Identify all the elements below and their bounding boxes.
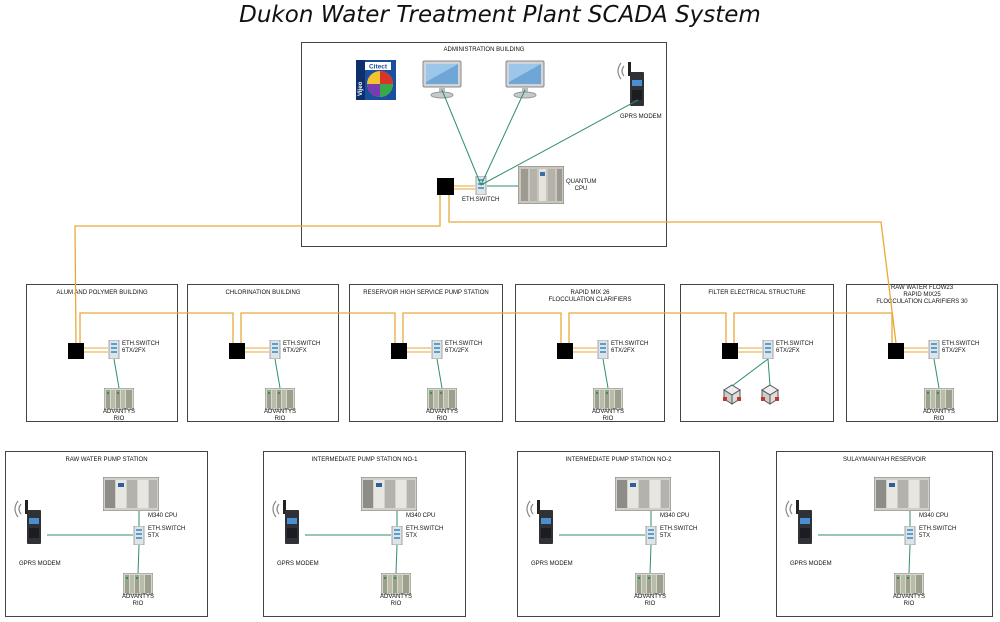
gprs-modem-label: GPRS MODEM [531, 561, 573, 567]
eth-switch-label: ETH.SWITCH 6TX/2FX [445, 341, 483, 354]
advantys-rio-label: ADVANTYS RIO [634, 594, 666, 607]
gprs-modem-icon[interactable] [525, 496, 565, 548]
eth-switch-label: ETH.SWITCH 6TX/2FX [942, 341, 980, 354]
admin-building-title: ADMINISTRATION BUILDING [443, 47, 525, 53]
operator-workstation-2-icon[interactable] [503, 60, 547, 100]
m340-cpu-label: M340 CPU [406, 513, 436, 519]
advantys-rio-label: ADVANTYS RIO [264, 409, 296, 422]
station-title: RAW WATER PUMP STATION [65, 457, 148, 463]
advantys-rio-label: ADVANTYS RIO [426, 409, 458, 422]
station-title: SULAYMANIYAH RESERVOIR [842, 457, 927, 463]
m340-cpu-label: M340 CPU [660, 513, 690, 519]
building-title: FILTER ELECTRICAL STRUCTURE [708, 290, 806, 296]
admin-eth-switch-icon[interactable] [475, 175, 487, 196]
fiber-converter [391, 343, 407, 359]
gprs-modem-icon[interactable] [13, 496, 53, 548]
gprs-modem-icon[interactable] [271, 496, 311, 548]
fiber-converter [68, 343, 84, 359]
advantys-rio-label: ADVANTYS RIO [380, 594, 412, 607]
eth-switch-icon[interactable] [928, 339, 940, 360]
eth-switch-icon[interactable] [431, 339, 443, 360]
eth-switch-icon[interactable] [645, 525, 657, 546]
advantys-rio-icon[interactable] [923, 387, 955, 411]
eth-switch-label: ETH.SWITCH 5TX [406, 526, 444, 539]
eth-switch-label: ETH.SWITCH 6TX/2FX [283, 341, 321, 354]
building-title: CHLORINATION BUILDING [225, 290, 301, 296]
building-title: ALUM AND POLYMER BUILDING [56, 290, 148, 296]
m340-cpu-icon[interactable] [102, 476, 160, 512]
advantys-rio-icon[interactable] [122, 572, 154, 596]
fiber-converter [888, 343, 904, 359]
eth-switch-icon[interactable] [391, 525, 403, 546]
m340-cpu-icon[interactable] [873, 476, 931, 512]
fiber-converter [722, 343, 738, 359]
quantum-cpu-rack[interactable] [517, 165, 565, 205]
valve-actuator-icon[interactable] [722, 384, 742, 406]
advantys-rio-icon[interactable] [426, 387, 458, 411]
admin-gprs-modem-icon[interactable] [616, 58, 656, 110]
operator-workstation-1-icon[interactable] [420, 60, 464, 100]
admin-gprs-label: GPRS MODEM [620, 114, 662, 120]
advantys-rio-icon[interactable] [634, 572, 666, 596]
eth-switch-label: ETH.SWITCH 6TX/2FX [122, 341, 160, 354]
gprs-modem-label: GPRS MODEM [277, 561, 319, 567]
gprs-modem-label: GPRS MODEM [19, 561, 61, 567]
m340-cpu-icon[interactable] [360, 476, 418, 512]
eth-switch-label: ETH.SWITCH 5TX [148, 526, 186, 539]
station-title: INTERMEDIATE PUMP STATION NO-2 [565, 457, 672, 463]
eth-switch-label: ETH.SWITCH 5TX [919, 526, 957, 539]
building-title: RAW WATER FLOW23 RAPID MIX25 FLOCCULATIO… [876, 285, 968, 305]
eth-switch-icon[interactable] [133, 525, 145, 546]
gprs-modem-icon[interactable] [784, 496, 824, 548]
diagram-title: Dukon Water Treatment Plant SCADA System [239, 2, 761, 28]
admin-fiber-converter [437, 178, 454, 195]
eth-switch-icon[interactable] [597, 339, 609, 360]
advantys-rio-icon[interactable] [592, 387, 624, 411]
m340-cpu-icon[interactable] [614, 476, 672, 512]
fiber-converter [229, 343, 245, 359]
valve-actuator-icon[interactable] [760, 384, 780, 406]
m340-cpu-label: M340 CPU [919, 513, 949, 519]
quantum-cpu-label: QUANTUM CPU [566, 179, 597, 192]
eth-switch-label: ETH.SWITCH 5TX [660, 526, 698, 539]
eth-switch-icon[interactable] [108, 339, 120, 360]
gprs-modem-label: GPRS MODEM [790, 561, 832, 567]
advantys-rio-label: ADVANTYS RIO [923, 409, 955, 422]
fiber-converter [557, 343, 573, 359]
advantys-rio-icon[interactable] [103, 387, 135, 411]
m340-cpu-label: M340 CPU [148, 513, 178, 519]
advantys-rio-icon[interactable] [893, 572, 925, 596]
vijeo-text: Vijeo [358, 81, 364, 96]
building-title: RESERVOIR HIGH SERVICE PUMP STATION [363, 290, 489, 296]
eth-switch-icon[interactable] [904, 525, 916, 546]
eth-switch-label: ETH.SWITCH 6TX/2FX [776, 341, 814, 354]
advantys-rio-icon[interactable] [264, 387, 296, 411]
admin-eth-switch-label: ETH.SWITCH [462, 197, 500, 203]
eth-switch-icon[interactable] [269, 339, 281, 360]
citect-text: Citect [369, 64, 388, 71]
building-title: RAPID MIX 26 FLOCCULATION CLARIFIERS [548, 290, 632, 303]
advantys-rio-label: ADVANTYS RIO [893, 594, 925, 607]
citect-vijeo-logo: Citect Vijeo [356, 60, 396, 100]
advantys-rio-label: ADVANTYS RIO [122, 594, 154, 607]
advantys-rio-label: ADVANTYS RIO [592, 409, 624, 422]
station-title: INTERMEDIATE PUMP STATION NO-1 [311, 457, 418, 463]
advantys-rio-label: ADVANTYS RIO [103, 409, 135, 422]
eth-switch-label: ETH.SWITCH 6TX/2FX [611, 341, 649, 354]
advantys-rio-icon[interactable] [380, 572, 412, 596]
eth-switch-icon[interactable] [762, 339, 774, 360]
